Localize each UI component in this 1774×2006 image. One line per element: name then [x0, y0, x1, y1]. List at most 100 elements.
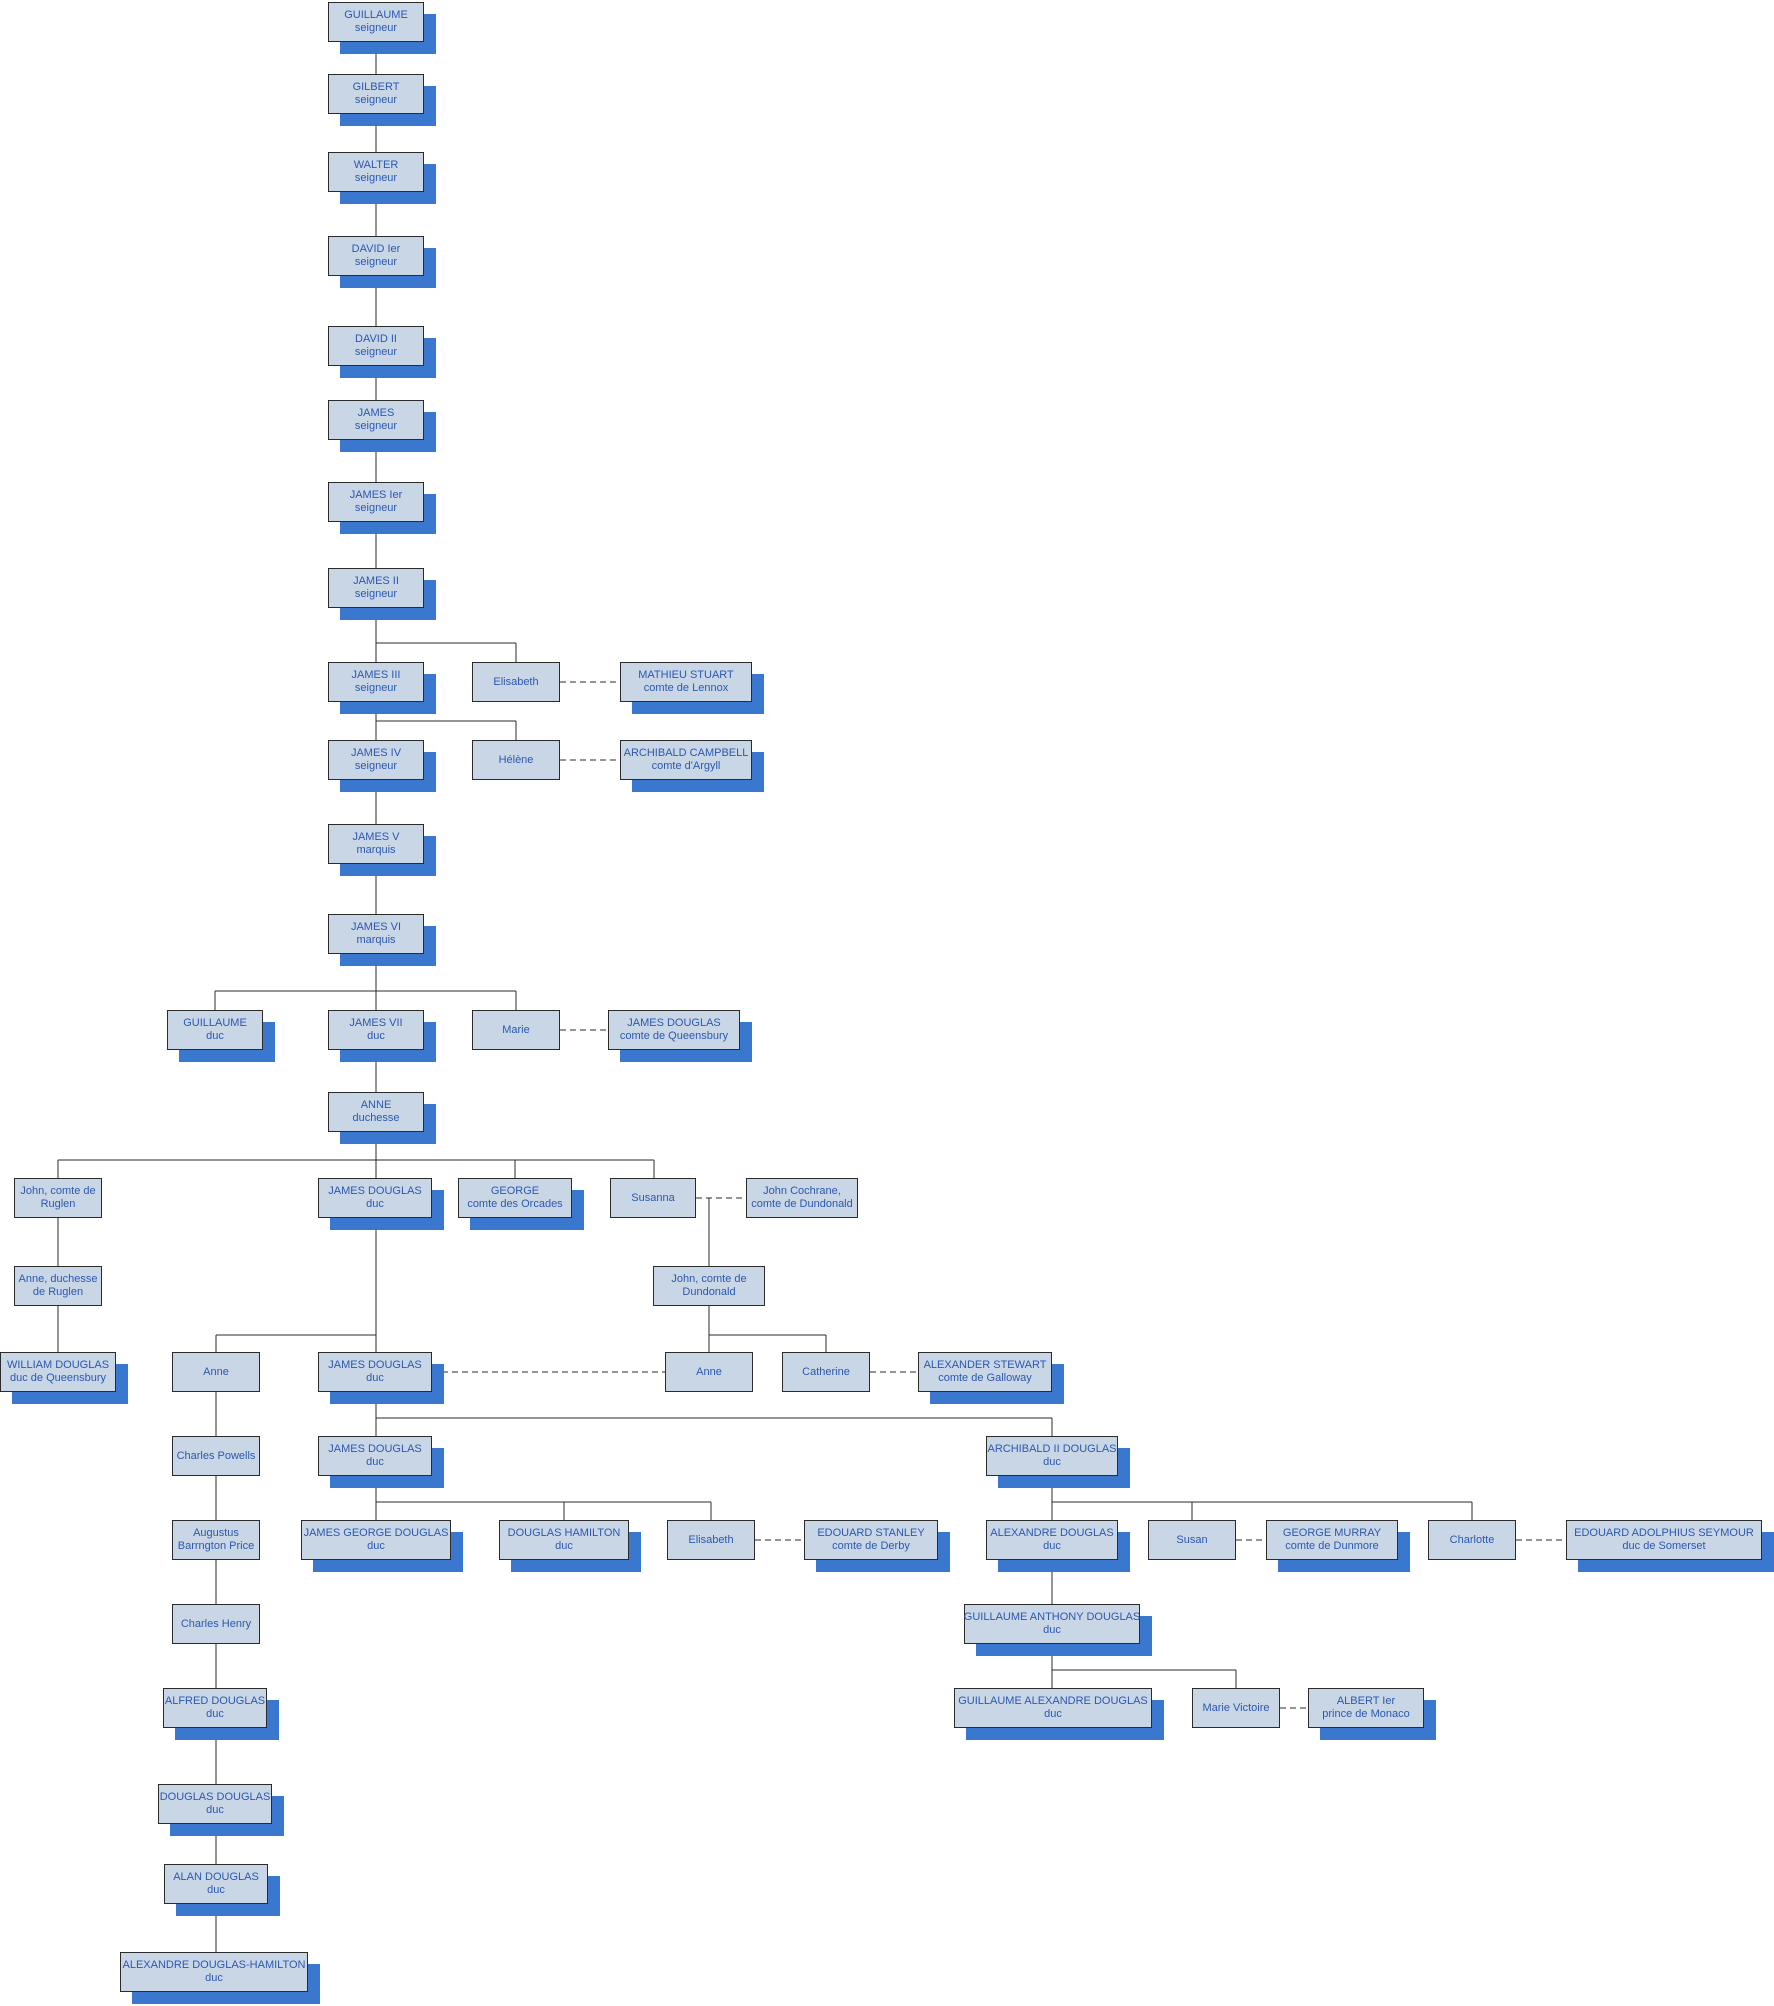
person-box-n47: Charles Henry	[172, 1604, 260, 1644]
person-name: Charles Powells	[176, 1449, 256, 1462]
person-name: Elisabeth	[493, 675, 539, 688]
person-name: GEORGE MURRAY	[1282, 1527, 1382, 1539]
person-name: JAMES VII	[349, 1017, 403, 1029]
person-box-n43: Susan	[1148, 1520, 1236, 1560]
person-name: John, comte de	[20, 1185, 96, 1197]
person-title: seigneur	[354, 682, 398, 694]
person-name: ALEXANDER STEWART	[923, 1359, 1047, 1371]
person-card: Susan	[1148, 1520, 1236, 1560]
person-box-n32: Catherine	[782, 1352, 870, 1392]
person-name: Marie	[502, 1023, 530, 1036]
person-title: comte de Derby	[832, 1540, 910, 1552]
person-title: marquis	[356, 844, 396, 856]
person-title: seigneur	[354, 346, 398, 358]
person-title: duc de Queensbury	[9, 1372, 106, 1384]
person-title: Dundonald	[682, 1286, 736, 1298]
person-title: prince de Monaco	[1322, 1708, 1410, 1720]
person-box-n9: Elisabeth	[472, 662, 560, 702]
person-name: Elisabeth	[688, 1533, 734, 1546]
person-title: comte de Dunmore	[1285, 1540, 1379, 1552]
person-title: duc	[1043, 1540, 1061, 1552]
person-name: GUILLAUME	[183, 1017, 247, 1029]
person-title: duc de Somerset	[1622, 1540, 1706, 1552]
person-title: duc	[207, 1884, 225, 1896]
person-name: GUILLAUME ANTHONY DOUGLAS	[963, 1611, 1141, 1623]
person-title: comte d'Argyll	[651, 760, 721, 772]
person-card: John Cochrane,comte de Dundonald	[746, 1178, 858, 1218]
person-title: comte de Galloway	[938, 1372, 1032, 1384]
person-name: JAMES VI	[350, 921, 402, 933]
person-title: marquis	[356, 934, 396, 946]
person-title: duc	[205, 1972, 223, 1984]
person-card: Susanna	[610, 1178, 696, 1218]
person-title: duc	[366, 1456, 384, 1468]
person-title: comte des Orcades	[467, 1198, 563, 1210]
person-title: duc	[366, 1198, 384, 1210]
person-name: JAMES V	[352, 831, 400, 843]
person-name: ANNE	[360, 1099, 392, 1111]
person-card: Charles Henry	[172, 1604, 260, 1644]
person-title: duc	[206, 1030, 224, 1042]
person-card: Catherine	[782, 1352, 870, 1392]
person-name: DAVID II	[355, 333, 397, 345]
person-name: GEORGE	[490, 1185, 540, 1197]
person-name: Anne, duchesse	[18, 1273, 98, 1285]
person-name: JAMES IV	[350, 747, 402, 759]
person-title: duchesse	[352, 1112, 400, 1124]
person-name: ALEXANDRE DOUGLAS	[990, 1527, 1114, 1539]
person-box-n12: Hélène	[472, 740, 560, 780]
person-card: Hélène	[472, 740, 560, 780]
person-title: duc	[555, 1540, 573, 1552]
person-name: Augustus	[193, 1527, 239, 1539]
person-box-n18: Marie	[472, 1010, 560, 1050]
person-name: EDOUARD STANLEY	[817, 1527, 925, 1539]
person-card: Charles Powells	[172, 1436, 260, 1476]
person-name: Marie Victoire	[1202, 1701, 1270, 1714]
person-box-n40: Elisabeth	[667, 1520, 755, 1560]
person-name: DOUGLAS DOUGLAS	[159, 1791, 271, 1803]
person-name: JAMES DOUGLAS	[328, 1359, 422, 1371]
person-name: JAMES DOUGLAS	[328, 1185, 422, 1197]
person-title: duc	[366, 1372, 384, 1384]
